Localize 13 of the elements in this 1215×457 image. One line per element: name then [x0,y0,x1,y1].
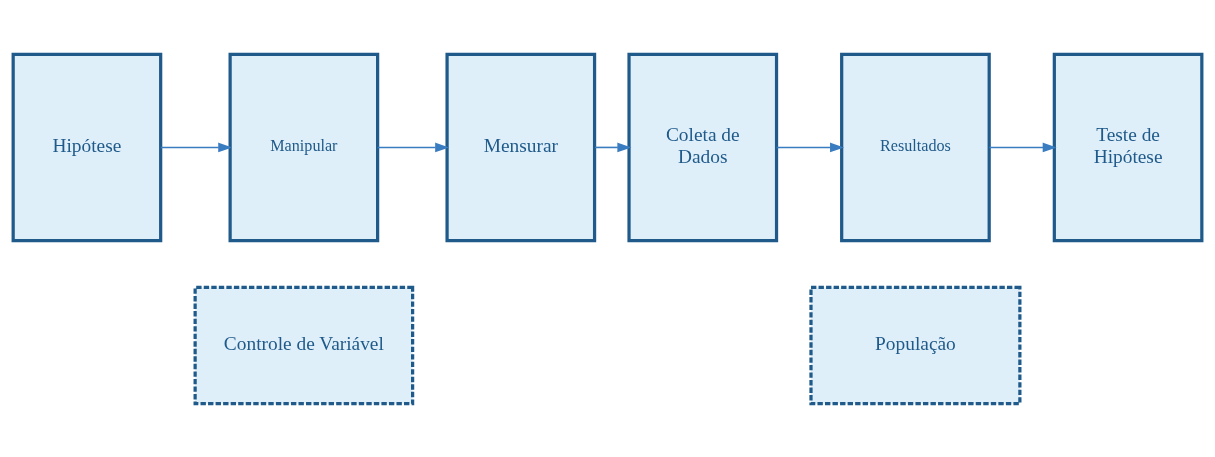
node-box: Teste de Hipótese [1052,52,1204,242]
node-box: População [809,285,1022,405]
node-box: Coleta de Dados [627,52,779,242]
arrow [594,142,632,152]
node-box: Controle de Variável [193,285,415,405]
arrow [988,142,1057,152]
arrow [775,142,845,152]
node-box: Hipótese [11,52,163,242]
node-box: Mensurar [445,52,597,242]
node-box: Resultados [840,52,991,242]
arrow [376,142,450,152]
arrow [159,142,233,152]
node-box: Manipular [228,52,380,242]
